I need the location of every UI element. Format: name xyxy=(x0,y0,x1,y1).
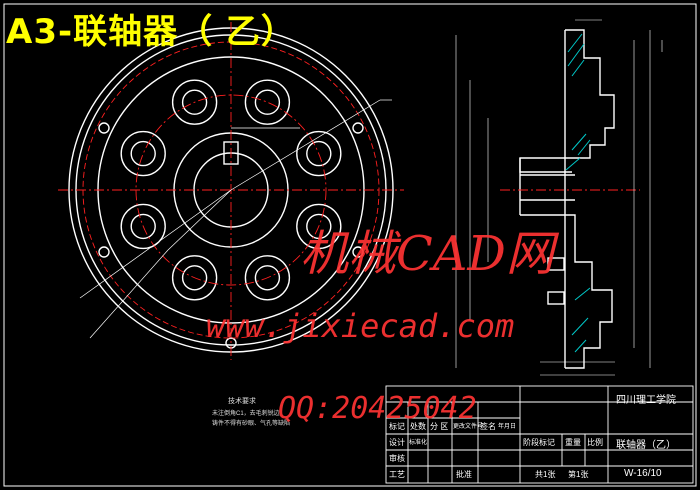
watermark-url: www.jixiecad.com xyxy=(206,307,515,345)
counterbore xyxy=(120,130,166,177)
counterbore xyxy=(296,130,342,177)
drawing-number: W-16/10 xyxy=(624,468,662,479)
counterbore xyxy=(244,79,291,125)
tb-review: 审核 xyxy=(389,454,405,463)
tb-sheet-no: 第1张 xyxy=(568,470,589,479)
bolt-hole xyxy=(254,89,281,115)
tb-count: 处数 xyxy=(410,422,426,431)
front-center-lines xyxy=(58,22,404,360)
tb-mark: 标记 xyxy=(389,422,405,431)
tb-sheets-total: 共1张 xyxy=(535,470,556,479)
bolt-hole xyxy=(254,265,281,291)
counterbore xyxy=(244,255,291,301)
notes-line-1: 未注倒角C1，去毛刺锐边 xyxy=(212,411,280,417)
bolt-hole xyxy=(306,213,332,240)
tb-date: 年月日 xyxy=(498,424,517,430)
watermark-qq: QQ:20425042 xyxy=(278,391,477,426)
tb-scale: 比例 xyxy=(587,438,603,447)
front-leaders xyxy=(79,99,392,339)
notes-heading: 技术要求 xyxy=(228,398,256,405)
notes-line-2: 铸件不得有砂眼、气孔等缺陷 xyxy=(212,421,291,427)
tb-approve: 批准 xyxy=(456,470,472,479)
bolt-hole xyxy=(130,140,156,167)
tb-standard: 标准化 xyxy=(409,440,428,446)
tb-stage-mark: 阶段标记 xyxy=(523,438,555,447)
school-name: 四川理工学院 xyxy=(616,395,676,406)
section-hatch xyxy=(565,33,591,353)
bolt-hole xyxy=(306,140,332,167)
bolt-hole xyxy=(181,89,208,115)
tb-process: 工艺 xyxy=(389,470,405,479)
bolt-hole xyxy=(181,265,208,291)
bolt-hole xyxy=(130,213,156,240)
counterbore xyxy=(296,203,342,250)
drawing-frame xyxy=(3,3,697,487)
counterbore xyxy=(120,203,166,250)
tb-weight: 重量 xyxy=(565,438,581,447)
tb-zone: 分 区 xyxy=(430,422,449,431)
counterbore xyxy=(171,79,218,125)
tb-change-doc: 更改文件号 xyxy=(453,424,484,430)
counterbore xyxy=(171,255,218,301)
section-view xyxy=(519,29,615,369)
part-name: 联轴器（乙） xyxy=(616,440,676,451)
watermark-brand: 机械CAD网 xyxy=(300,226,554,282)
section-dimensions xyxy=(455,19,663,376)
tb-design: 设计 xyxy=(389,438,405,447)
drawing-title: A3-联轴器（ 乙） xyxy=(6,12,296,52)
title-block-grid xyxy=(385,385,694,484)
tb-sign: 签名 xyxy=(480,422,496,431)
bolt-hole-set xyxy=(120,79,342,301)
